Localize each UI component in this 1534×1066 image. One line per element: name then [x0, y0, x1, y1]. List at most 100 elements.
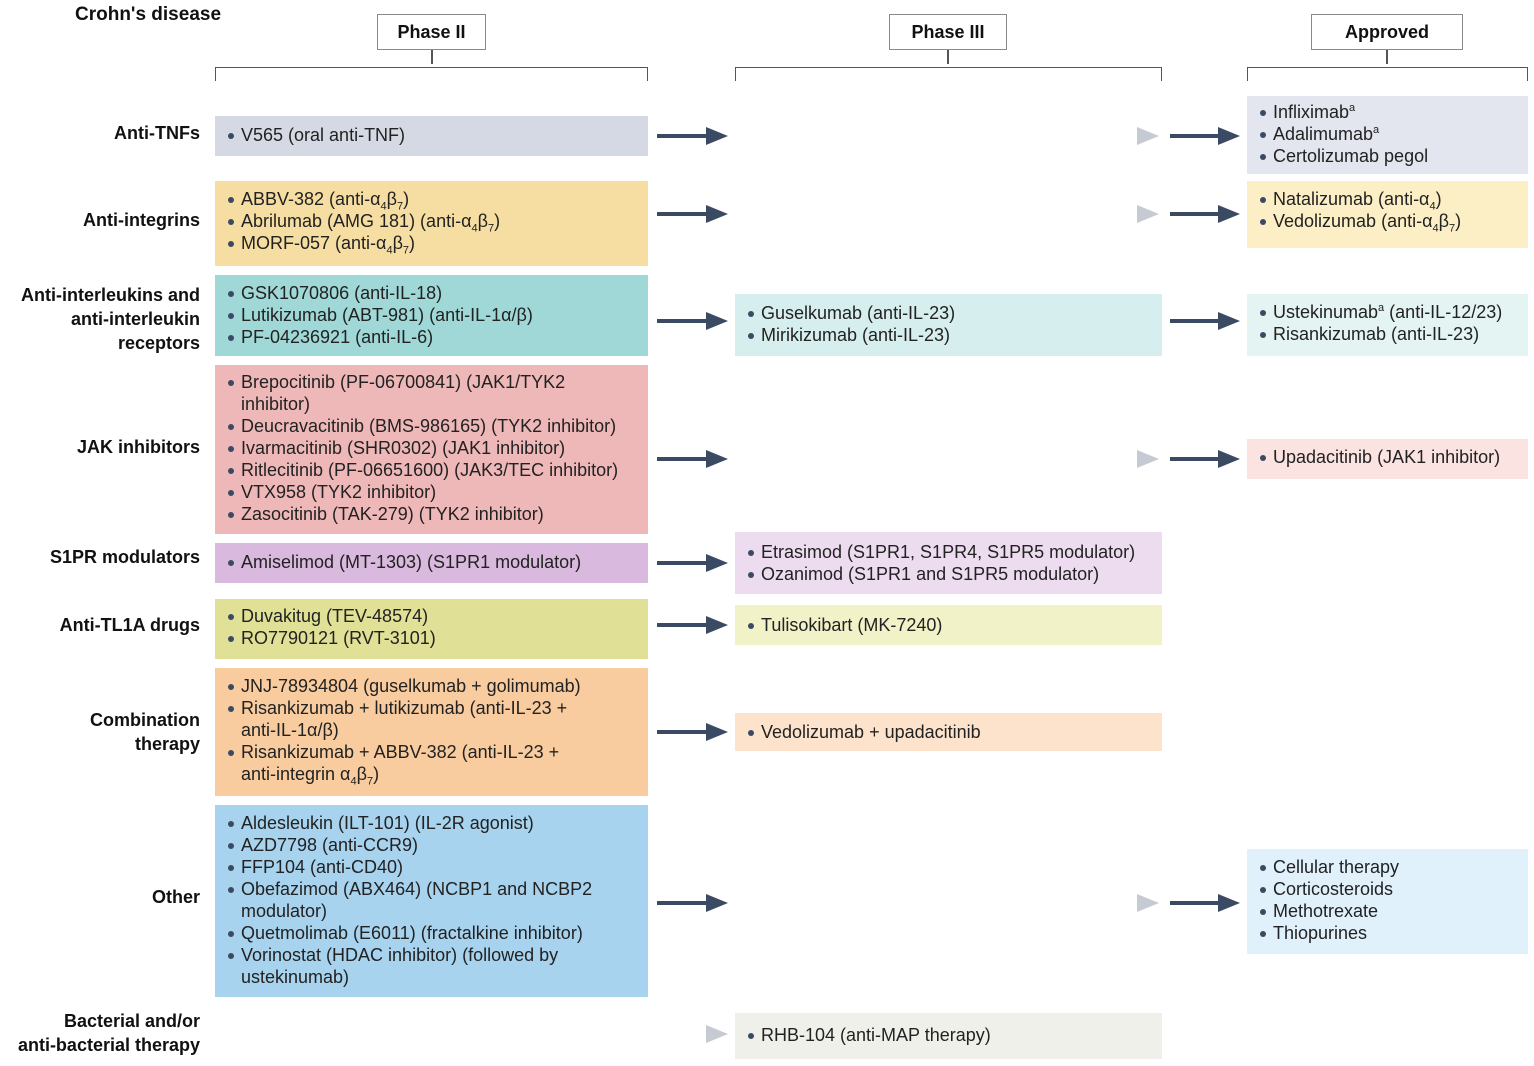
list-item: MORF-057 (anti-α4β7) — [227, 232, 640, 256]
list-item: Vorinostat (HDAC inhibitor) (followed by… — [227, 944, 640, 988]
row-label-s1pr-modulators: S1PR modulators — [49, 547, 200, 567]
list-item: Certolizumab pegol — [1259, 145, 1520, 167]
anti-tl1a-phase-ii-box: Duvakitug (TEV-48574) RO7790121 (RVT-310… — [215, 599, 648, 659]
arrow-dark-icon — [1170, 312, 1240, 330]
list-item: Natalizumab (anti-α4) — [1259, 188, 1520, 212]
anti-interleukin-phase-iii-box: Guselkumab (anti-IL-23) Mirikizumab (ant… — [735, 294, 1162, 356]
phase-ii-header: Phase II — [377, 14, 486, 50]
anti-tl1a-phase-iii-box: Tulisokibart (MK-7240) — [735, 605, 1162, 645]
list-item: PF-04236921 (anti-IL-6) — [227, 326, 640, 348]
approved-header: Approved — [1311, 14, 1463, 50]
list-item: Tulisokibart (MK-7240) — [747, 614, 1154, 636]
anti-interleukin-phase-ii-box: GSK1070806 (anti-IL-18) Lutikizumab (ABT… — [215, 275, 648, 356]
approved-bracket — [1247, 67, 1528, 81]
phase-ii-bracket-stem — [431, 50, 433, 64]
arrow-faded-icon — [737, 205, 1159, 223]
row-label-anti-integrins: Anti-integrins — [83, 210, 200, 230]
combination-phase-iii-box: Vedolizumab + upadacitinib — [735, 713, 1162, 751]
list-item: Guselkumab (anti-IL-23) — [747, 302, 1154, 324]
list-item: Risankizumab + ABBV-382 (anti-IL-23 +ant… — [227, 741, 640, 787]
arrow-dark-icon — [1170, 450, 1240, 468]
list-item: Ivarmacitinib (SHR0302) (JAK1 inhibitor) — [227, 437, 640, 459]
list-item: Quetmolimab (E6011) (fractalkine inhibit… — [227, 922, 640, 944]
arrow-dark-icon — [657, 127, 728, 145]
arrow-dark-icon — [1170, 205, 1240, 223]
list-item: Vedolizumab + upadacitinib — [747, 721, 1154, 743]
arrow-faded-icon — [218, 1025, 728, 1043]
row-label-anti-interleukins: Anti-interleukins and anti-interleukin r… — [20, 285, 200, 353]
row-label-combination-therapy: Combination therapy — [90, 710, 200, 754]
arrow-dark-icon — [657, 723, 728, 741]
approved-bracket-stem — [1386, 50, 1388, 64]
arrow-faded-icon — [737, 127, 1159, 145]
row-label-jak-inhibitors: JAK inhibitors — [76, 437, 200, 457]
arrow-dark-icon — [657, 450, 728, 468]
list-item: AZD7798 (anti-CCR9) — [227, 834, 640, 856]
list-item: Lutikizumab (ABT-981) (anti-IL-1α/β) — [227, 304, 640, 326]
anti-integrin-approved-box: Natalizumab (anti-α4) Vedolizumab (anti-… — [1247, 181, 1528, 248]
list-item: V565 (oral anti-TNF) — [227, 124, 640, 146]
row-label-bacterial-therapy: Bacterial and/or anti-bacterial therapy — [17, 1011, 200, 1055]
row-label-anti-tl1a: Anti-TL1A drugs — [59, 615, 200, 635]
list-item: Methotrexate — [1259, 900, 1520, 922]
list-item: Infliximaba — [1259, 101, 1520, 123]
arrow-dark-icon — [1170, 894, 1240, 912]
list-item: RO7790121 (RVT-3101) — [227, 627, 640, 649]
phase-iii-header: Phase III — [889, 14, 1007, 50]
list-item: Ozanimod (S1PR1 and S1PR5 modulator) — [747, 563, 1154, 585]
list-item: Duvakitug (TEV-48574) — [227, 605, 640, 627]
arrow-dark-icon — [657, 554, 728, 572]
list-item: Vedolizumab (anti-α4β7) — [1259, 210, 1520, 234]
combination-phase-ii-box: JNJ-78934804 (guselkumab + golimumab) Ri… — [215, 668, 648, 796]
list-item: VTX958 (TYK2 inhibitor) — [227, 481, 640, 503]
bacterial-phase-iii-box: RHB-104 (anti-MAP therapy) — [735, 1013, 1162, 1059]
s1pr-phase-ii-box: Amiselimod (MT-1303) (S1PR1 modulator) — [215, 543, 648, 583]
list-item: JNJ-78934804 (guselkumab + golimumab) — [227, 675, 640, 697]
list-item: Aldesleukin (ILT-101) (IL-2R agonist) — [227, 812, 640, 834]
list-item: ABBV-382 (anti-α4β7) — [227, 188, 640, 212]
list-item: Ritlecitinib (PF-06651600) (JAK3/TEC inh… — [227, 459, 640, 481]
phase-ii-bracket — [215, 67, 648, 81]
list-item: Mirikizumab (anti-IL-23) — [747, 324, 1154, 346]
list-item: Adalimumaba — [1259, 123, 1520, 145]
list-item: Amiselimod (MT-1303) (S1PR1 modulator) — [227, 551, 640, 573]
jak-approved-box: Upadacitinib (JAK1 inhibitor) — [1247, 439, 1528, 479]
arrow-dark-icon — [657, 312, 728, 330]
list-item: Corticosteroids — [1259, 878, 1520, 900]
s1pr-phase-iii-box: Etrasimod (S1PR1, S1PR4, S1PR5 modulator… — [735, 532, 1162, 594]
anti-interleukin-approved-box: Ustekinumaba (anti-IL-12/23) Risankizuma… — [1247, 294, 1528, 356]
phase-iii-bracket — [735, 67, 1162, 81]
list-item: Cellular therapy — [1259, 856, 1520, 878]
arrow-dark-icon — [1170, 127, 1240, 145]
list-item: FFP104 (anti-CD40) — [227, 856, 640, 878]
arrow-dark-icon — [657, 616, 728, 634]
other-phase-ii-box: Aldesleukin (ILT-101) (IL-2R agonist) AZ… — [215, 805, 648, 997]
other-approved-box: Cellular therapy Corticosteroids Methotr… — [1247, 849, 1528, 954]
list-item: RHB-104 (anti-MAP therapy) — [747, 1024, 1154, 1046]
arrow-dark-icon — [657, 205, 728, 223]
arrow-faded-icon — [737, 894, 1159, 912]
arrow-faded-icon — [737, 450, 1159, 468]
diagram-title: Crohn's disease — [75, 4, 222, 25]
row-label-other: Other — [151, 887, 200, 907]
list-item: Abrilumab (AMG 181) (anti-α4β7) — [227, 210, 640, 234]
list-item: Risankizumab (anti-IL-23) — [1259, 323, 1520, 345]
list-item: Thiopurines — [1259, 922, 1520, 944]
list-item: GSK1070806 (anti-IL-18) — [227, 282, 640, 304]
list-item: Ustekinumaba (anti-IL-12/23) — [1259, 301, 1520, 323]
anti-integrin-phase-ii-box: ABBV-382 (anti-α4β7) Abrilumab (AMG 181)… — [215, 181, 648, 266]
list-item: Risankizumab + lutikizumab (anti-IL-23 +… — [227, 697, 640, 741]
list-item: Zasocitinib (TAK-279) (TYK2 inhibitor) — [227, 503, 640, 525]
arrow-dark-icon — [657, 894, 728, 912]
anti-tnf-approved-box: Infliximaba Adalimumaba Certolizumab peg… — [1247, 96, 1528, 174]
row-label-anti-tnfs: Anti-TNFs — [114, 123, 200, 143]
list-item: Etrasimod (S1PR1, S1PR4, S1PR5 modulator… — [747, 541, 1154, 563]
phase-iii-bracket-stem — [947, 50, 949, 64]
list-item: Deucravacitinib (BMS-986165) (TYK2 inhib… — [227, 415, 640, 437]
anti-tnf-phase-ii-box: V565 (oral anti-TNF) — [215, 116, 648, 156]
list-item: Upadacitinib (JAK1 inhibitor) — [1259, 446, 1520, 468]
